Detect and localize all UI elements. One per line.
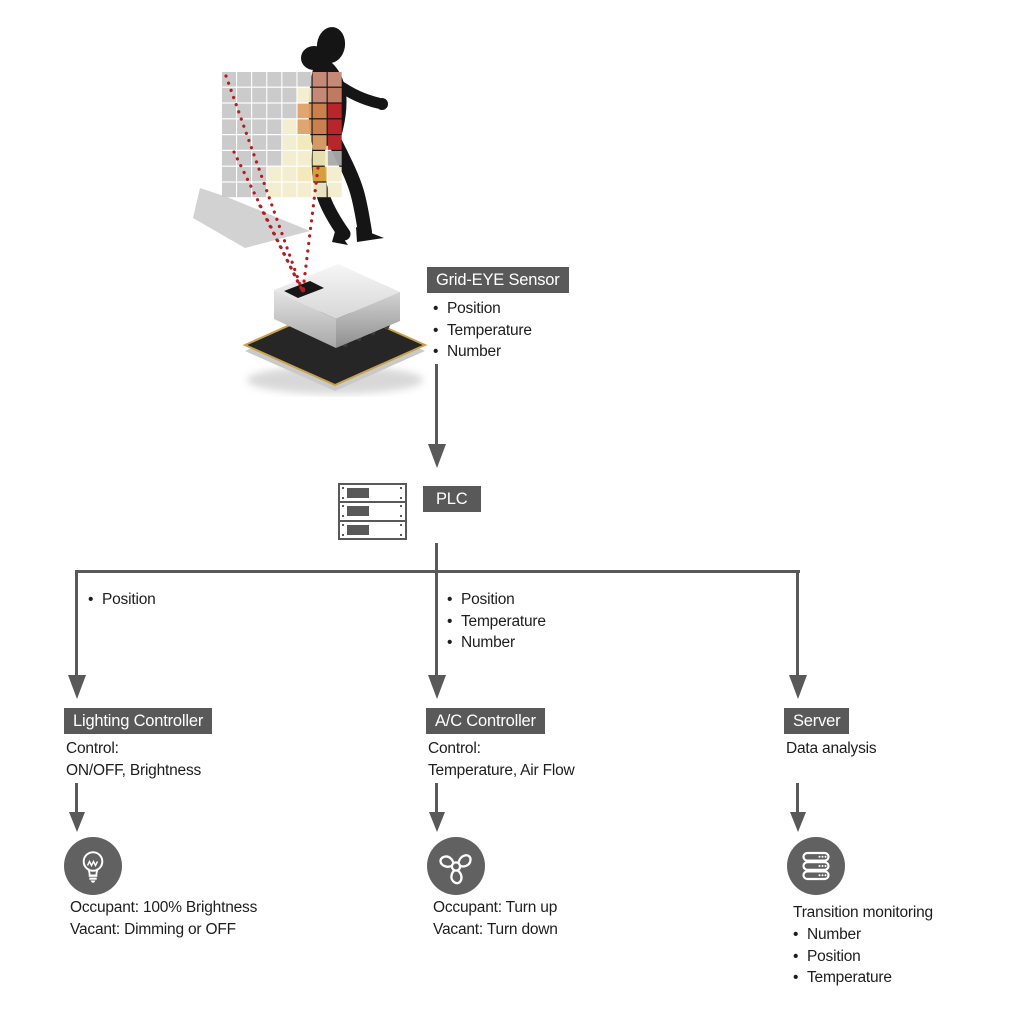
lighting-controller-label: Lighting Controller	[64, 708, 213, 734]
connector-right-drop	[796, 570, 799, 675]
connector-plc-down	[435, 543, 438, 571]
server-outcome-bullets: Number Position Temperature	[793, 924, 892, 989]
plc-label: PLC	[423, 486, 481, 512]
outcome-line: Occupant: 100% Brightness	[70, 899, 258, 916]
arrowhead-middle-branch	[427, 675, 446, 699]
detail-line: Data analysis	[786, 740, 877, 757]
detail-line: ON/OFF, Brightness	[66, 762, 202, 779]
outcome-bullet: Temperature	[793, 967, 892, 989]
detail-line: Control:	[66, 740, 119, 757]
arrow-sensor-to-plc	[435, 364, 438, 446]
grid-eye-sensor-module	[242, 264, 428, 394]
grideye-bullet: Temperature	[433, 320, 532, 342]
server-stack-icon	[787, 837, 845, 895]
sensor-fov-dotted-lines	[224, 74, 320, 292]
arrowhead-server-to-icon	[789, 812, 806, 832]
plc-rack-icon	[338, 483, 407, 540]
detail-line: Temperature, Air Flow	[428, 762, 575, 779]
plc-rack-row	[340, 503, 405, 522]
ac-controller-details: Control: Temperature, Air Flow	[428, 738, 575, 782]
connector-left-drop	[75, 570, 78, 675]
arrow-ac-to-icon	[435, 783, 438, 813]
ac-outcome-text: Occupant: Turn up Vacant: Turn down	[433, 897, 558, 941]
lighting-outcome-text: Occupant: 100% Brightness Vacant: Dimmin…	[70, 897, 257, 941]
light-bulb-icon	[64, 837, 122, 895]
arrowhead-left-branch	[67, 675, 86, 699]
outcome-bullet: Number	[793, 924, 892, 946]
outcome-line: Vacant: Dimming or OFF	[70, 921, 236, 938]
signal-bullet: Position	[88, 589, 156, 611]
server-outcome-title: Transition monitoring	[793, 904, 933, 921]
server-details: Data analysis	[786, 738, 877, 760]
ac-controller-label: A/C Controller	[426, 708, 545, 734]
signal-bullet: Position	[447, 589, 546, 611]
signal-bullet: Number	[447, 632, 546, 654]
server-label: Server	[784, 708, 850, 734]
arrowhead-sensor-to-plc	[427, 444, 446, 468]
detail-line: Control:	[428, 740, 481, 757]
arrow-server-to-icon	[796, 783, 799, 813]
grideye-bullet: Position	[433, 298, 532, 320]
person-silhouette	[301, 27, 388, 245]
fan-icon	[427, 837, 485, 895]
arrowhead-lighting-to-icon	[68, 812, 85, 832]
middle-signal-bullets: Position Temperature Number	[447, 589, 546, 654]
arrowhead-ac-to-icon	[428, 812, 445, 832]
arrow-lighting-to-icon	[75, 783, 78, 813]
plc-rack-row	[340, 485, 405, 504]
outcome-line: Vacant: Turn down	[433, 921, 558, 938]
arrowhead-right-branch	[788, 675, 807, 699]
outcome-line: Occupant: Turn up	[433, 899, 558, 916]
grideye-bullet: Number	[433, 341, 532, 363]
sensor-photo-illustration	[193, 27, 428, 394]
signal-bullet: Temperature	[447, 611, 546, 633]
thermal-grid	[222, 72, 342, 198]
connector-middle-drop	[435, 570, 438, 675]
lighting-controller-details: Control: ON/OFF, Brightness	[66, 738, 201, 782]
outcome-bullet: Position	[793, 946, 892, 968]
plc-rack-row	[340, 522, 405, 538]
left-signal-bullets: Position	[88, 589, 156, 611]
grideye-sensor-label: Grid-EYE Sensor	[427, 267, 569, 293]
grideye-bullet-list: Position Temperature Number	[433, 298, 532, 363]
